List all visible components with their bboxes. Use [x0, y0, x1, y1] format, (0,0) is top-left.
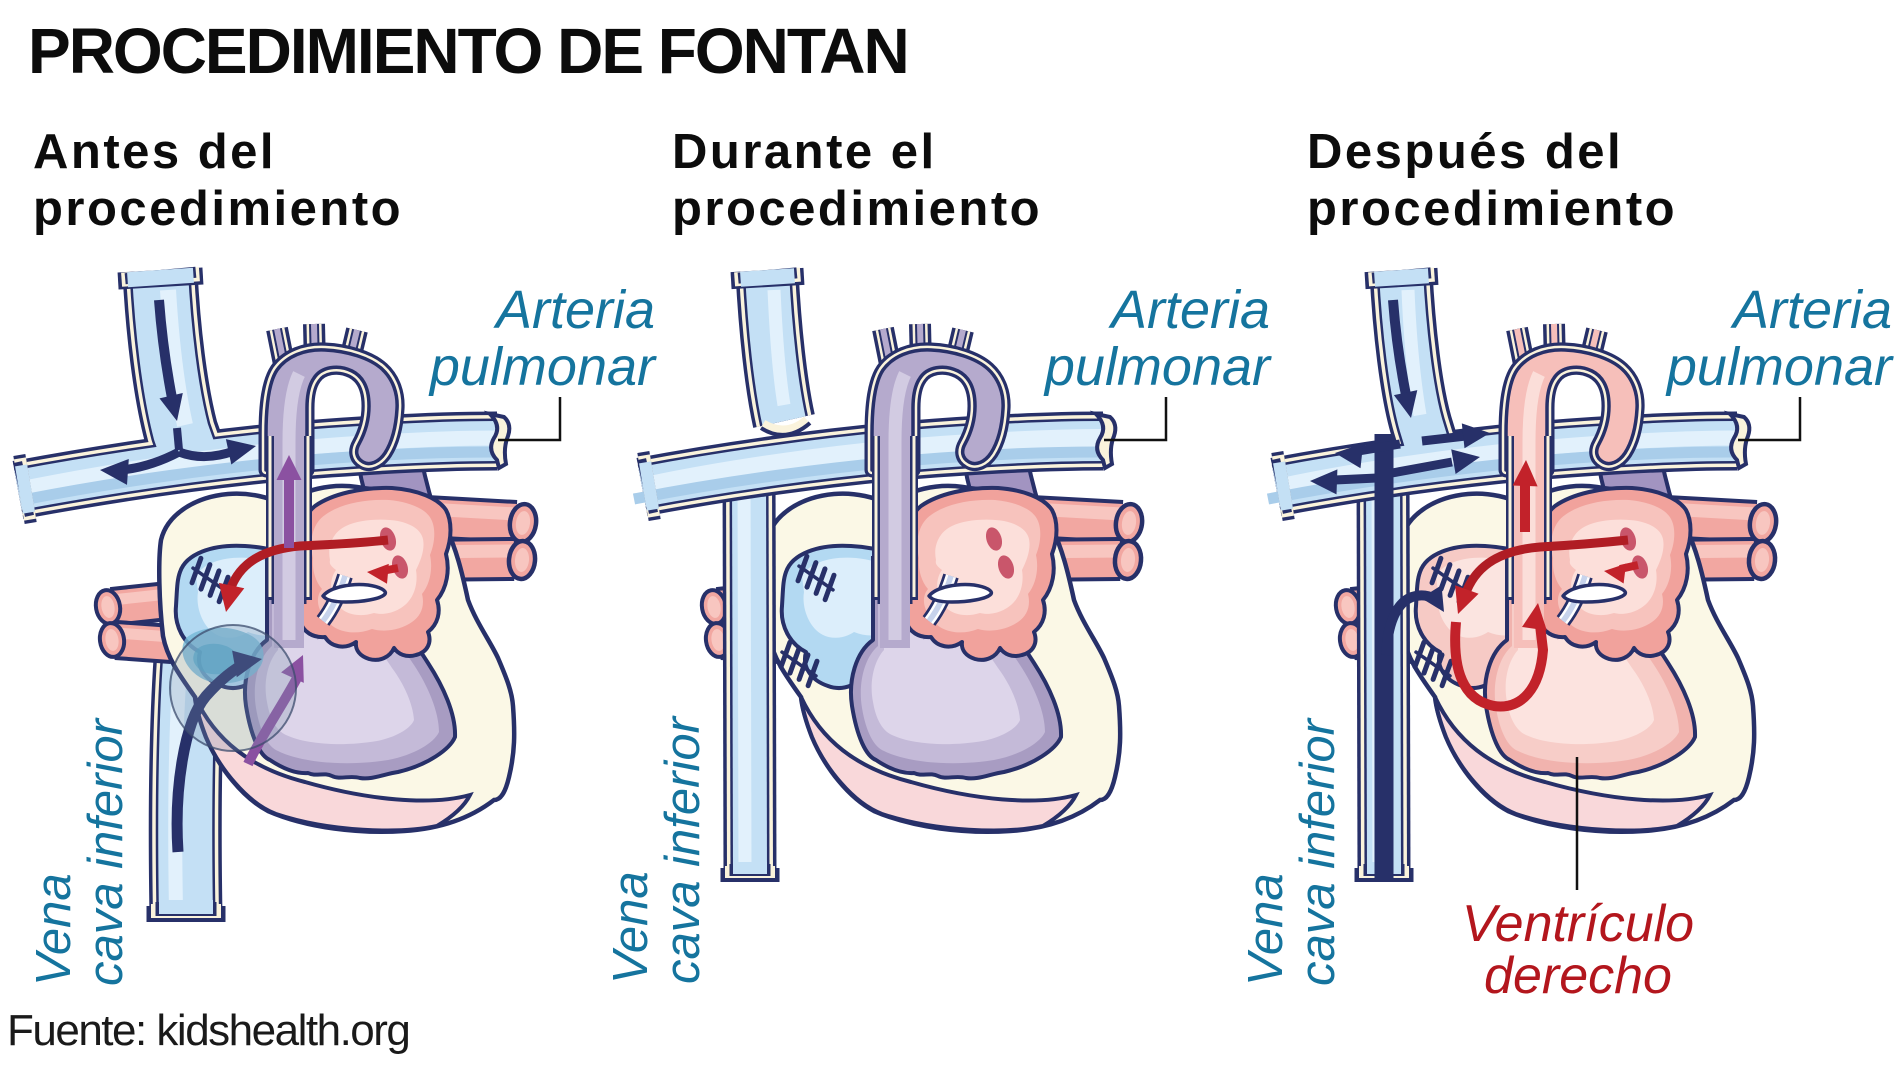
svg-text:Vena: Vena — [27, 873, 81, 986]
svg-text:Arteria: Arteria — [1108, 280, 1270, 340]
svg-text:pulmonar: pulmonar — [428, 337, 657, 397]
svg-text:Ventrículo: Ventrículo — [1462, 895, 1694, 953]
svg-text:Arteria: Arteria — [493, 280, 655, 340]
svg-text:cava inferior: cava inferior — [79, 717, 133, 986]
svg-text:cava inferior: cava inferior — [1291, 717, 1345, 986]
svg-text:Vena: Vena — [604, 871, 658, 984]
svg-text:Arteria: Arteria — [1730, 280, 1892, 340]
svg-text:pulmonar: pulmonar — [1043, 337, 1272, 397]
svg-text:derecho: derecho — [1484, 947, 1672, 1005]
svg-text:cava inferior: cava inferior — [656, 715, 710, 984]
svg-text:pulmonar: pulmonar — [1665, 337, 1894, 397]
svg-text:Vena: Vena — [1239, 873, 1293, 986]
